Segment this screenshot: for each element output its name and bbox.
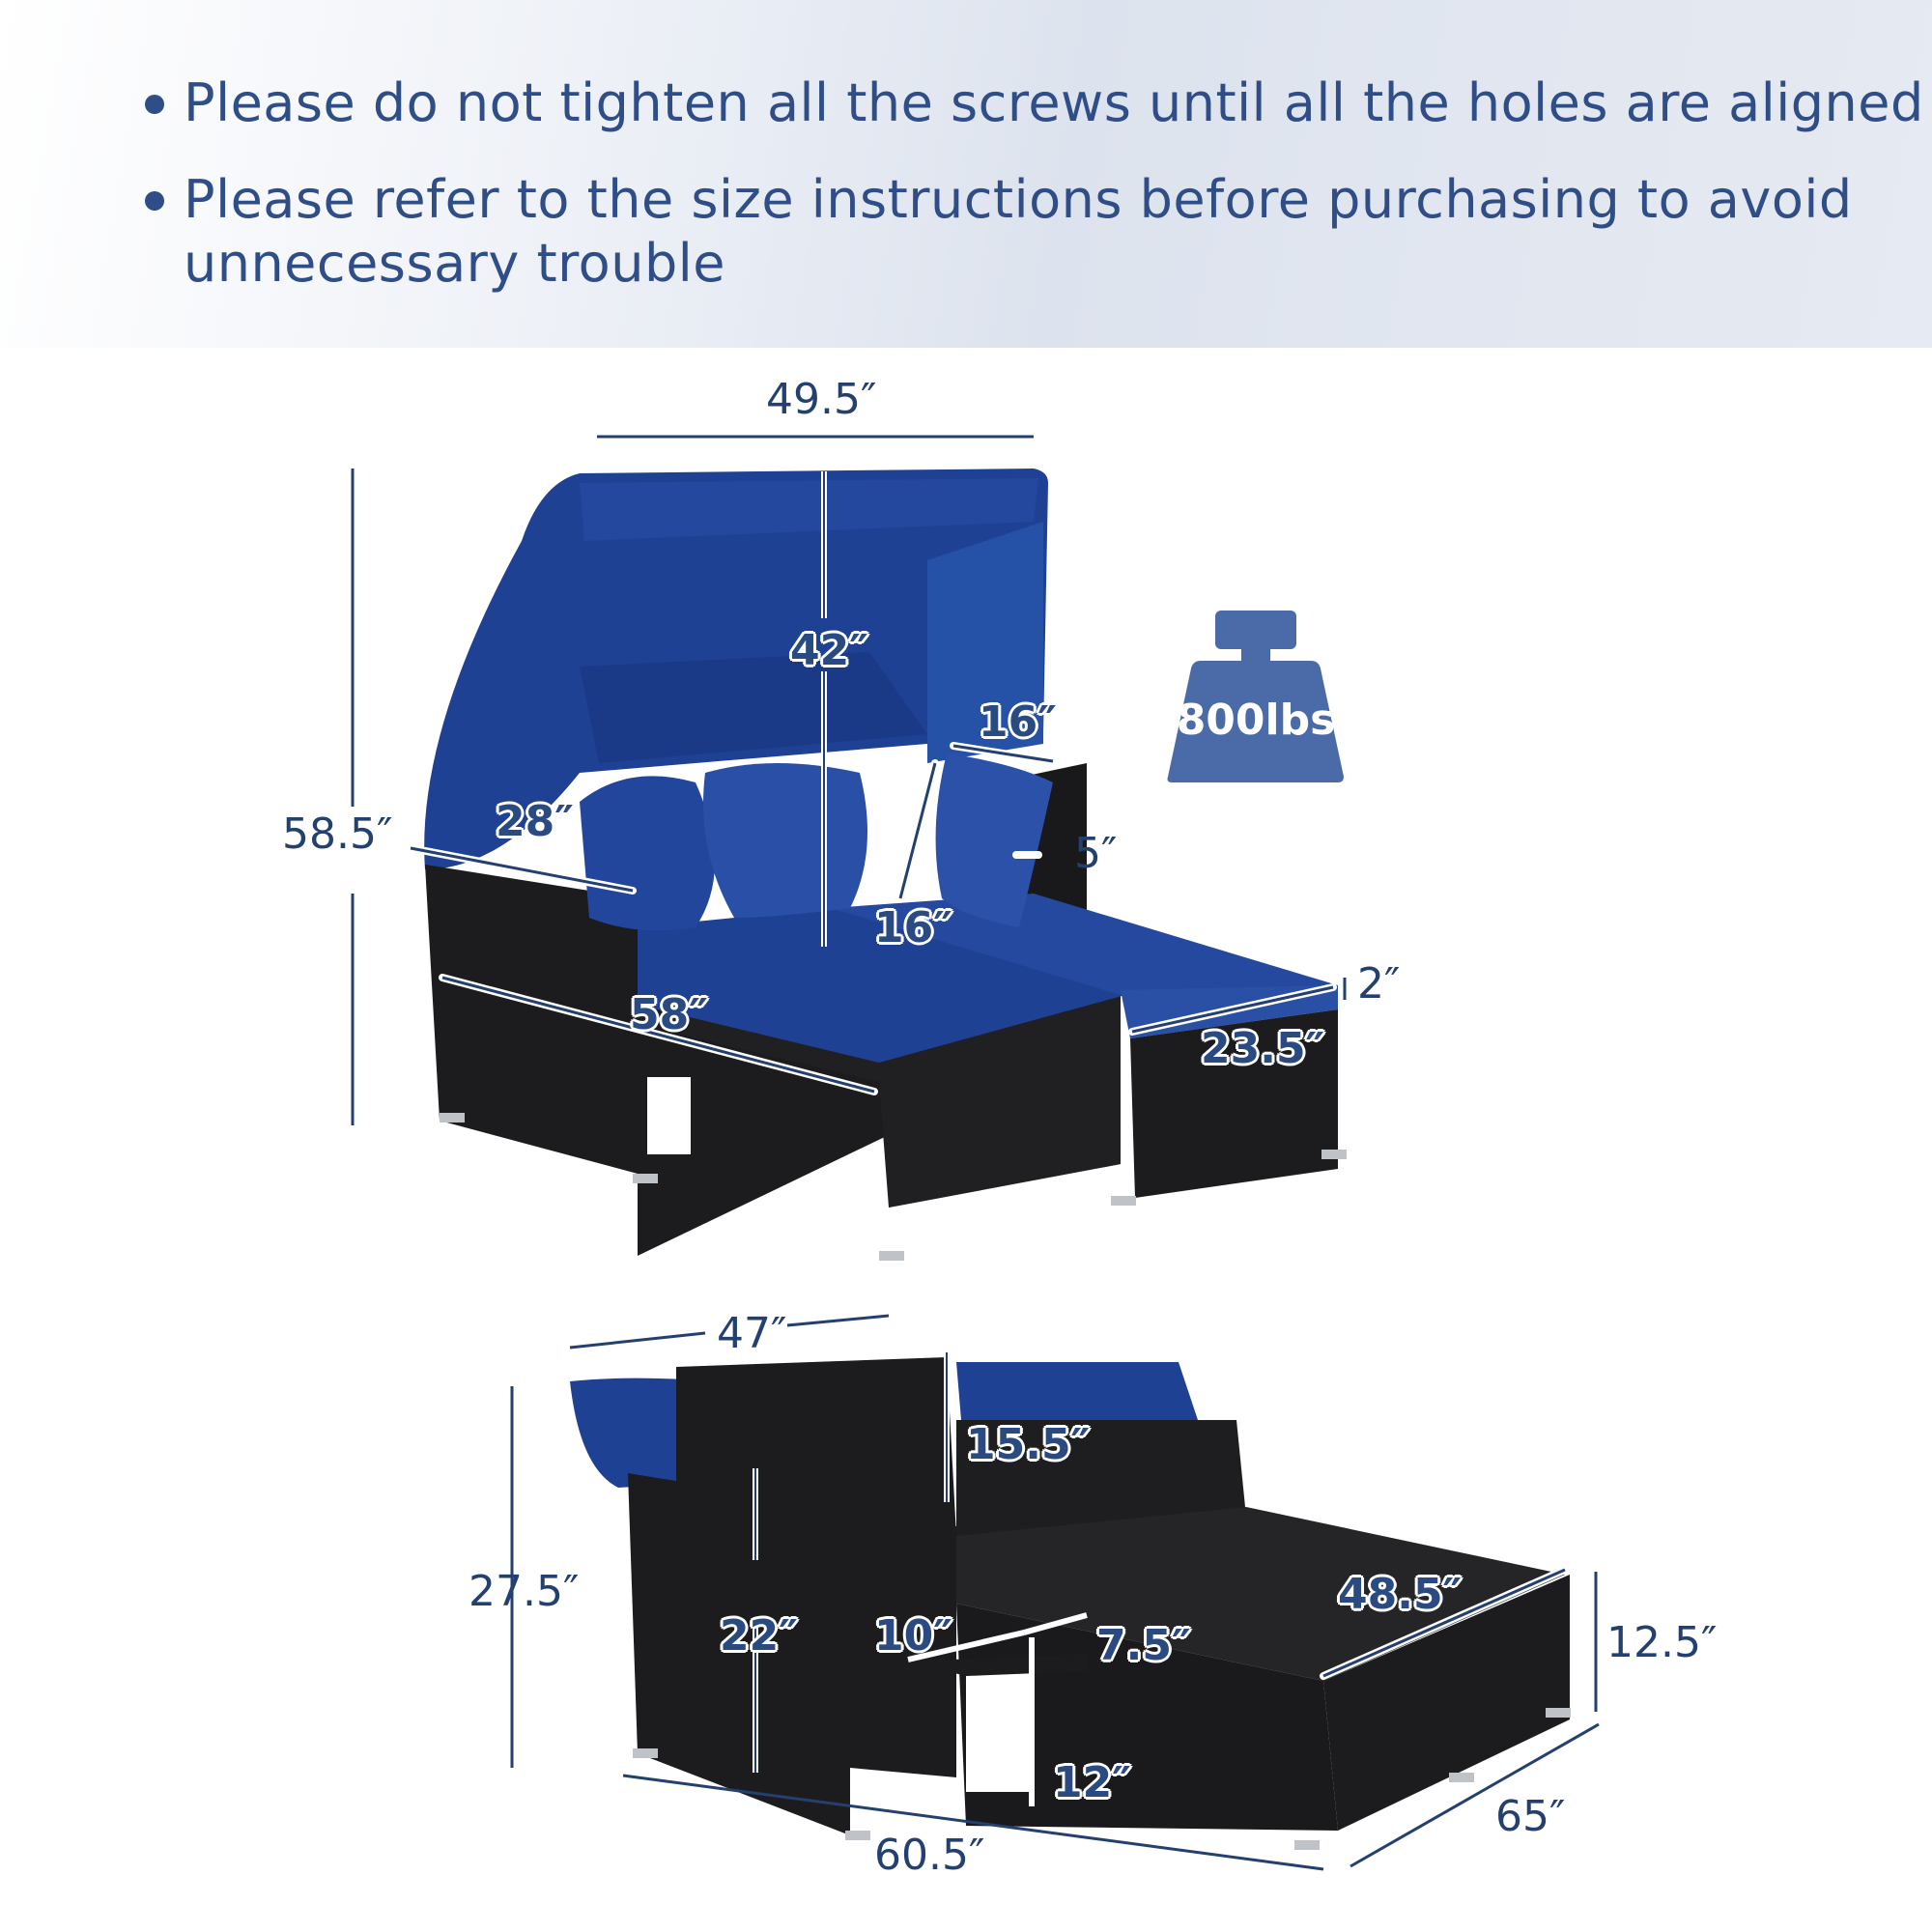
note-size-line1: Please refer to the size instructions be…	[184, 169, 1853, 230]
dim-side-table-width: 10″	[874, 1611, 952, 1661]
dim-backrest-height: 15.5″	[966, 1420, 1091, 1469]
dim-canopy-inner-height: 42″	[790, 626, 868, 675]
weight-capacity-label: 800lbs	[1176, 696, 1336, 745]
dim-overall-depth: 65″	[1495, 1792, 1566, 1841]
dim-side-table-height: 12″	[1053, 1758, 1131, 1807]
dim-overall-width: 60.5″	[874, 1831, 985, 1880]
note-size-line2: unnecessary trouble	[184, 233, 725, 294]
dim-seat-height: 12.5″	[1606, 1618, 1718, 1667]
dim-canopy-width: 49.5″	[766, 375, 877, 424]
bullet-icon	[145, 191, 164, 211]
notes-header: Please do not tighten all the screws unt…	[0, 0, 1932, 348]
note-screws: Please do not tighten all the screws unt…	[184, 72, 1924, 133]
dim-seat-length: 48.5″	[1338, 1570, 1463, 1619]
dim-backrest-width: 47″	[717, 1309, 787, 1358]
dim-pillow-height: 16″	[874, 903, 952, 952]
dim-ottoman-length: 23.5″	[1201, 1024, 1325, 1073]
dim-total-height: 58.5″	[282, 810, 393, 859]
dim-pillow-width: 16″	[979, 697, 1057, 747]
dim-side-length: 58″	[630, 990, 708, 1039]
bullet-icon	[145, 95, 164, 114]
dim-pillow-thickness: 5″	[1074, 829, 1118, 878]
dim-side-table-depth: 7.5″	[1096, 1621, 1191, 1670]
dim-cushion-thickness: 2″	[1357, 959, 1401, 1009]
dim-overall-height: 27.5″	[469, 1567, 580, 1616]
weight-icon	[1167, 611, 1344, 782]
weight-capacity-badge: 800lbs	[1164, 611, 1348, 784]
dim-arm-height: 22″	[720, 1611, 798, 1661]
dim-armrest-length: 28″	[496, 797, 574, 846]
